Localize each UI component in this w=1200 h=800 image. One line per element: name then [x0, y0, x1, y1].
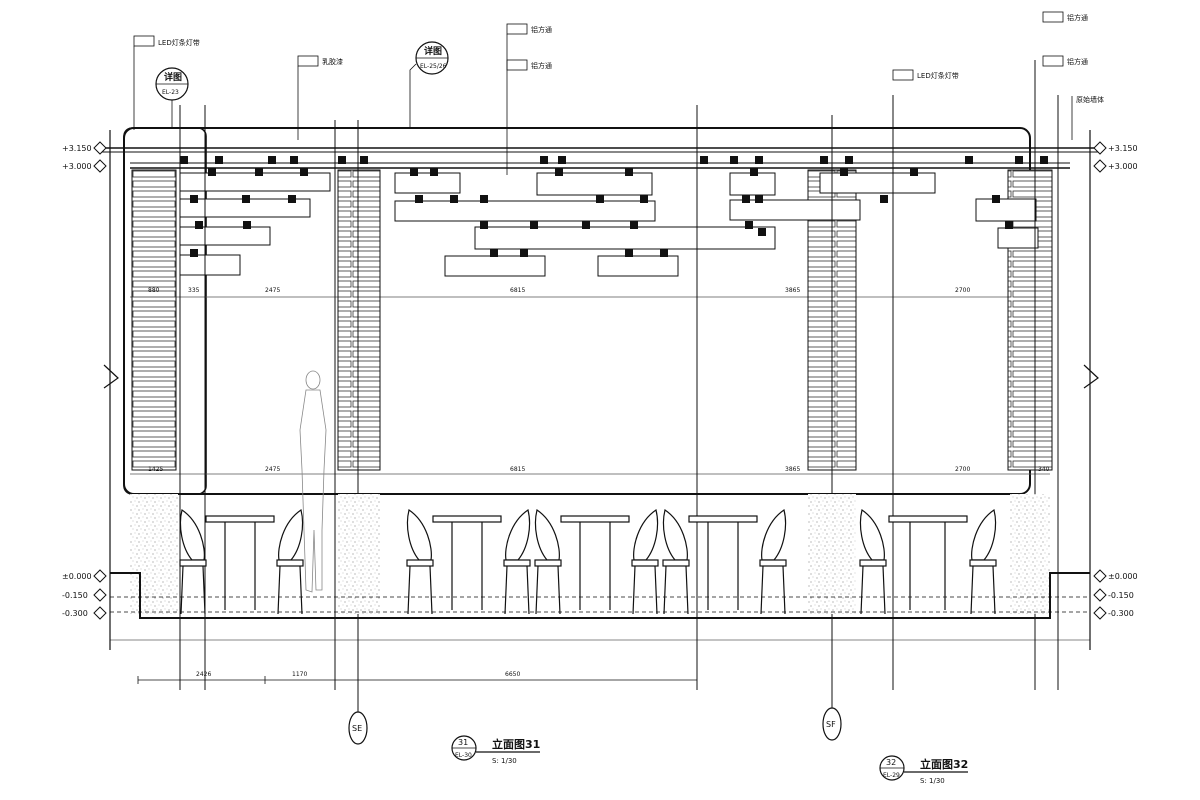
- floor: [110, 572, 1090, 641]
- dim-top-5: 3865: [785, 287, 800, 294]
- title-32: 32 EL-29 立面图32 S: 1/30: [879, 755, 968, 785]
- base-dimension: [137, 676, 698, 684]
- dim-top-1: 880: [148, 287, 160, 294]
- section-lines: [179, 60, 1059, 715]
- callout-right-a: 铝方通: [1067, 13, 1088, 22]
- dim-base-1: 2426: [196, 671, 211, 678]
- dim-top-4: 6815: [510, 287, 525, 294]
- detail-ref-2-title: 详图: [424, 45, 442, 57]
- elev-left-floor: ±0.000: [62, 572, 92, 581]
- detail-ref-1-title: 详图: [164, 71, 182, 83]
- title-31-scale: S: 1/30: [492, 757, 517, 765]
- callout-paint-b: 铝方通: [531, 25, 552, 34]
- dim-base-2: 1170: [292, 671, 307, 678]
- chairs: [179, 509, 997, 615]
- title-32-scale: S: 1/30: [920, 777, 945, 785]
- detail-ref-1: 详图 EL-23: [155, 67, 189, 128]
- dim-bottom-5: 2700: [955, 466, 970, 473]
- ceiling-lines: [100, 147, 1100, 169]
- elev-right-floor: ±0.000: [1108, 572, 1138, 581]
- wall-base-se: [338, 494, 380, 614]
- detail-ref-2-sub: EL-25/26: [420, 63, 447, 70]
- callouts: [133, 11, 1073, 175]
- title-31-sheet: EL-30: [455, 752, 472, 759]
- human-figure: [299, 370, 327, 593]
- break-lines: [103, 130, 1099, 650]
- dim-top-6: 2700: [955, 287, 970, 294]
- wall-base-left: [130, 494, 178, 614]
- callout-led-right: LED灯条灯带: [917, 71, 959, 80]
- dim-base-3: 6650: [505, 671, 520, 678]
- dim-bottom-3: 6815: [510, 466, 525, 473]
- column-se: [337, 169, 381, 471]
- wall-base-right: [1010, 494, 1050, 614]
- elev-left-floor2: -0.150: [62, 591, 88, 600]
- elev-left-floor3: -0.300: [62, 609, 88, 618]
- elev-right-floor3: -0.300: [1108, 609, 1134, 618]
- callout-led-left: LED灯条灯带: [158, 38, 200, 47]
- grid-marker-se-label: SE: [352, 724, 362, 733]
- grid-marker-sf-label: SF: [826, 720, 836, 729]
- title-31: 31 EL-30 立面图31 S: 1/30: [451, 735, 540, 765]
- title-31-name: 立面图31: [492, 737, 540, 751]
- dimension-lines: [130, 296, 1050, 475]
- callout-paint-a: 乳胶漆: [322, 57, 343, 66]
- dim-bottom-6: 340: [1038, 466, 1050, 473]
- dim-bottom-2: 2475: [265, 466, 280, 473]
- elevation-markers: [93, 141, 1107, 620]
- elev-right-top2: +3.000: [1108, 162, 1138, 171]
- title-31-num: 31: [458, 738, 468, 747]
- light-bars: [179, 172, 1039, 277]
- callout-right-b: 铝方通: [1067, 57, 1088, 66]
- detail-ref-2: 详图 EL-25/26: [409, 41, 449, 128]
- dim-bottom-1: 1425: [148, 466, 163, 473]
- wall-base-sf: [808, 494, 856, 614]
- light-blocks: [180, 156, 1048, 257]
- title-32-sheet: EL-29: [883, 772, 900, 779]
- left-shelf: [131, 169, 177, 471]
- grid-marker-se: SE: [348, 711, 368, 745]
- title-32-name: 立面图32: [920, 757, 968, 771]
- tables: [205, 515, 968, 610]
- dim-top-2: 335: [188, 287, 200, 294]
- elev-left-top2: +3.000: [62, 162, 92, 171]
- dim-top-3: 2475: [265, 287, 280, 294]
- callout-paint-c: 铝方通: [531, 61, 552, 70]
- dim-bottom-4: 3865: [785, 466, 800, 473]
- elev-right-top: +3.150: [1108, 144, 1138, 153]
- detail-ref-1-sub: EL-23: [162, 89, 179, 96]
- elev-left-top: +3.150: [62, 144, 92, 153]
- elev-right-floor2: -0.150: [1108, 591, 1134, 600]
- title-32-num: 32: [886, 758, 896, 767]
- callout-right-c: 原始墙体: [1076, 95, 1104, 104]
- grid-marker-sf: SF: [822, 707, 842, 741]
